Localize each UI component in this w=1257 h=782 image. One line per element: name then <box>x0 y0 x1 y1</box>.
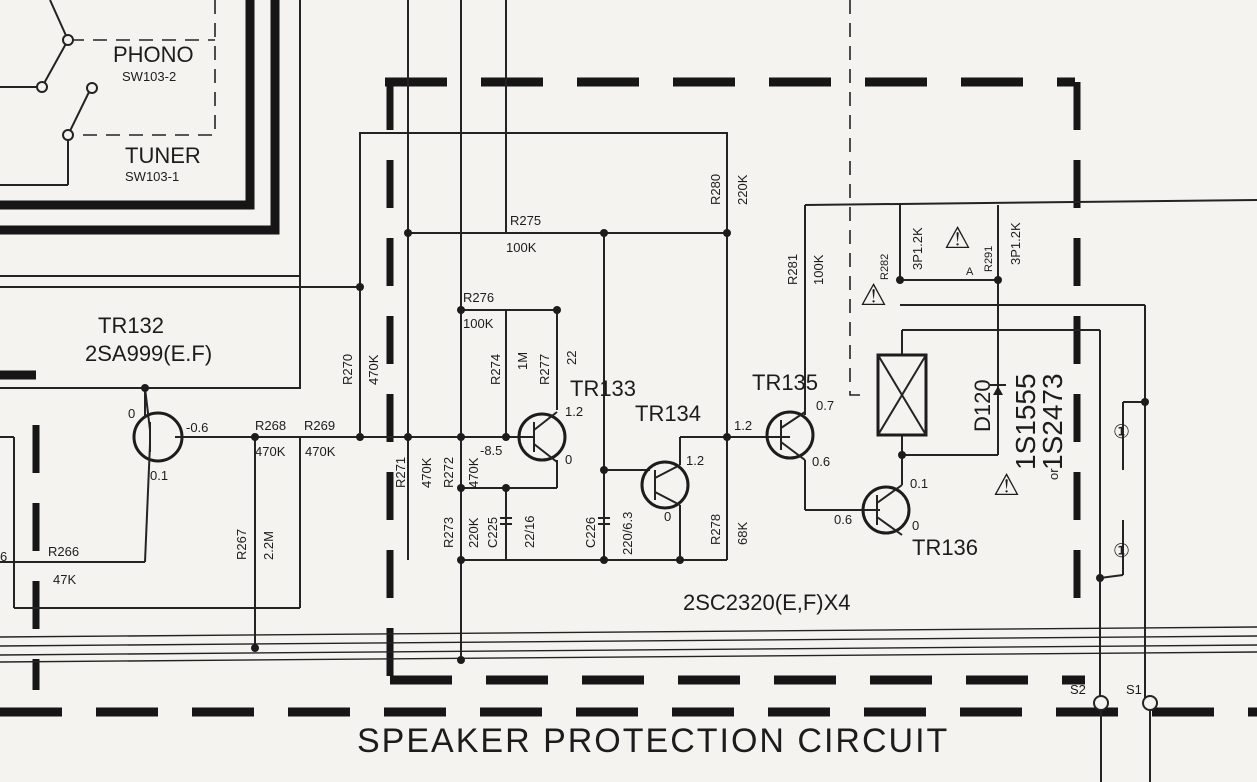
main-wiring <box>356 0 1257 700</box>
r277-ref: R277 <box>537 354 552 385</box>
tr133-c-voltage: 1.2 <box>565 404 583 419</box>
resistor-labels: R270 470K R271 470K R272 470K R273 220K … <box>340 174 1023 548</box>
r270-value: 470K <box>366 354 381 385</box>
r266-ref: R266 <box>48 544 79 559</box>
r274-value: 1M <box>515 352 530 370</box>
safety-warning-marks: ⚠ ⚠ ⚠ <box>860 222 1020 502</box>
tr134-ref: TR134 <box>635 401 701 426</box>
r267-ref: R267 <box>234 529 249 560</box>
tr136-b-voltage: 0.6 <box>834 512 852 527</box>
r291-ref: R291 <box>983 246 995 272</box>
relay-contact-icon: ① <box>1113 422 1130 443</box>
transistor-tr134: TR134 1.2 0 1.2 <box>635 401 752 524</box>
r282-value: 3P1.2K <box>910 227 925 270</box>
r272-ref: R272 <box>441 457 456 488</box>
r282-ref: R282 <box>879 254 891 280</box>
transistor-tr136: TR136 0.1 0.6 0 <box>834 476 978 560</box>
transistor-type-note: 2SC2320(E,F)X4 <box>683 590 851 615</box>
switch-phono-id: SW103-2 <box>122 69 176 84</box>
tr135-e-voltage: 0.6 <box>812 454 830 469</box>
r273-ref: R273 <box>441 517 456 548</box>
warning-icon: ⚠ <box>993 469 1020 502</box>
relay-contacts: ① ① <box>1096 398 1149 582</box>
tr136-ref: TR136 <box>912 535 978 560</box>
d120-part: 1S1555 <box>1010 373 1041 470</box>
switch-tuner-name: TUNER <box>125 143 201 168</box>
tr132-b-voltage: 0.1 <box>150 468 168 483</box>
d120-alt: 1S2473 <box>1037 373 1068 470</box>
r281-value: 100K <box>811 254 826 285</box>
diode-d120: D120 1S1555 or 1S2473 <box>970 373 1068 480</box>
r278-value: 68K <box>735 522 750 545</box>
r268-value: 470K <box>255 444 286 459</box>
r280-value: 220K <box>735 174 750 205</box>
warning-icon: ⚠ <box>944 222 971 255</box>
r268-ref: R268 <box>255 418 286 433</box>
c225-value: 22/16 <box>522 515 537 548</box>
relay-coil <box>876 353 928 437</box>
r276-ref: R276 <box>463 290 494 305</box>
tr133-ref: TR133 <box>570 376 636 401</box>
r271-value: 470K <box>419 457 434 488</box>
switch-phono-name: PHONO <box>113 42 194 67</box>
tr132-ref: TR132 <box>98 313 164 338</box>
diagram-title: SPEAKER PROTECTION CIRCUIT <box>357 722 949 760</box>
r280-ref: R280 <box>708 174 723 205</box>
tr134-e-voltage: 0 <box>664 509 671 524</box>
tr132-part: 2SA999(E.F) <box>85 341 212 366</box>
d120-or: or <box>1046 468 1061 480</box>
tr136-e-voltage: 0 <box>912 518 919 533</box>
c225-ref: C225 <box>485 517 500 548</box>
r278-ref: R278 <box>708 514 723 545</box>
r274-ref: R274 <box>488 354 503 385</box>
selector-switch-block: PHONO SW103-2 TUNER SW103-1 <box>0 0 216 186</box>
tr134-b-voltage: 1.2 <box>734 418 752 433</box>
tr135-c-voltage: 0.7 <box>816 398 834 413</box>
terminal-s1: S1 <box>1126 682 1142 697</box>
r276-value: 100K <box>463 316 494 331</box>
tr134-c-voltage: 1.2 <box>686 453 704 468</box>
r266-value: 47K <box>53 572 76 587</box>
transistor-tr133: TR133 1.2 -8.5 0 <box>480 376 636 467</box>
bus-lines <box>0 626 1257 664</box>
r275-value: 100K <box>506 240 537 255</box>
tr136-c-voltage: 0.1 <box>910 476 928 491</box>
r269-ref: R269 <box>304 418 335 433</box>
tr132-stage: TR132 2SA999(E.F) 0 -0.6 0.1 R266 47K 6 … <box>0 286 360 648</box>
small-a-mark: A <box>966 266 974 278</box>
r272-value: 470K <box>466 457 481 488</box>
r271-ref: R271 <box>393 457 408 488</box>
relay-contact-icon: ① <box>1113 541 1130 562</box>
tr132-e-voltage: -0.6 <box>186 420 208 435</box>
c226-ref: C226 <box>583 517 598 548</box>
transistor-tr135: TR135 0.7 0.6 <box>752 370 834 469</box>
switch-tuner-id: SW103-1 <box>125 169 179 184</box>
output-terminals: S2 S1 <box>1070 682 1158 782</box>
tr132-symbol <box>132 411 184 463</box>
d120-ref: D120 <box>970 379 995 432</box>
c226-value: 220/6.3 <box>620 512 635 555</box>
terminal-s2: S2 <box>1070 682 1086 697</box>
r275-ref: R275 <box>510 213 541 228</box>
cut-label: 6 <box>0 549 7 564</box>
capacitors: C225 22/16 C226 220/6.3 <box>485 512 635 555</box>
tr133-b-voltage: -8.5 <box>480 443 502 458</box>
r270-ref: R270 <box>340 354 355 385</box>
shield-outline <box>0 0 1257 717</box>
tr133-e-voltage: 0 <box>565 452 572 467</box>
r267-value: 2.2M <box>261 531 276 560</box>
r281-ref: R281 <box>785 254 800 285</box>
tr132-c-voltage: 0 <box>128 406 135 421</box>
warning-icon: ⚠ <box>860 279 887 312</box>
r291-value: 3P1.2K <box>1008 222 1023 265</box>
r273-value: 220K <box>466 517 481 548</box>
tr135-ref: TR135 <box>752 370 818 395</box>
r277-value: 22 <box>564 351 579 365</box>
r269-value: 470K <box>305 444 336 459</box>
